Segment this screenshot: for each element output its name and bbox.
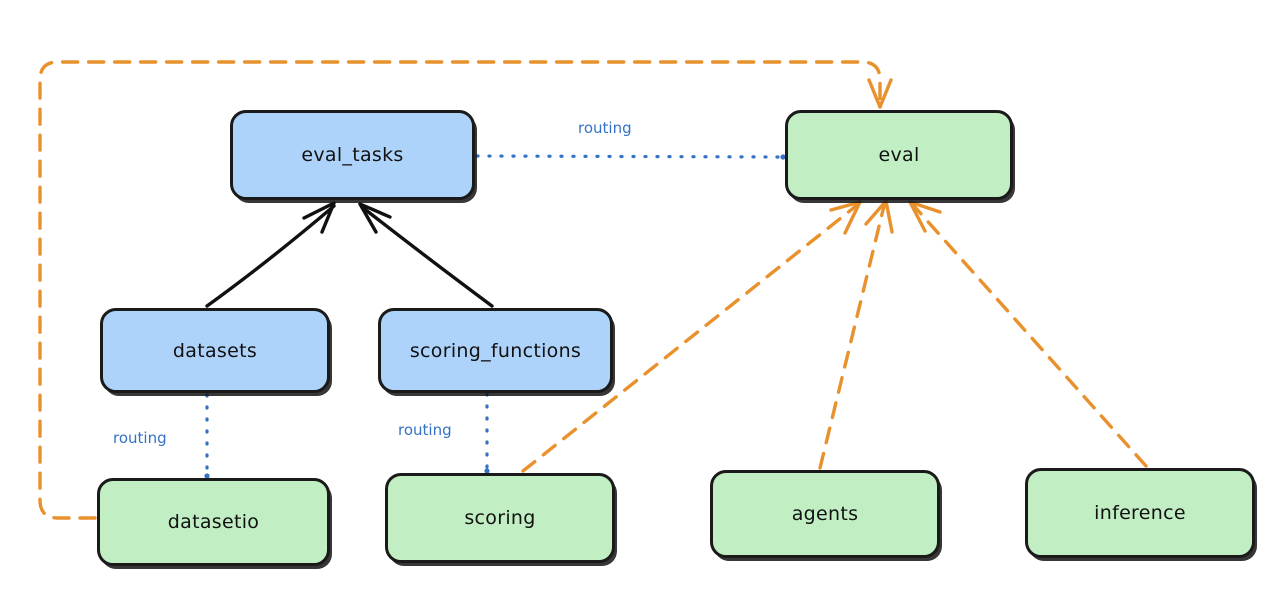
node-label-eval-tasks: eval_tasks	[301, 144, 404, 166]
edge-agents-to-eval	[818, 204, 886, 470]
edge-datasets-to-eval_tasks	[205, 204, 336, 308]
edge-scoring-to-eval	[521, 204, 858, 473]
node-label-scoring-functions: scoring_functions	[409, 339, 582, 362]
edge-label-routing-datasetio: routing	[113, 429, 167, 447]
node-label-scoring: scoring	[464, 507, 536, 529]
edge-endpoint-dot-scoring	[484, 468, 490, 474]
node-label-agents: agents	[791, 503, 859, 525]
node-eval[interactable]: eval	[785, 110, 1013, 200]
node-datasets[interactable]: datasets	[100, 308, 330, 393]
arrowhead-agents-to-eval	[864, 199, 894, 234]
edge-endpoint-dot-eval	[780, 154, 786, 160]
edge-eval_tasks-to-eval	[475, 154, 785, 159]
edge-label-routing-scoring: routing	[398, 421, 452, 439]
arrowhead-datasets-to-eval_tasks	[302, 201, 336, 234]
node-datasetio[interactable]: datasetio	[97, 478, 330, 566]
node-label-datasetio: datasetio	[167, 511, 260, 533]
arrowhead-datasetio-to-eval	[867, 78, 893, 109]
edge-endpoint-dot-datasetio	[204, 473, 210, 479]
arrowhead-inference-to-eval	[908, 200, 942, 233]
node-scoring-functions[interactable]: scoring_functions	[378, 308, 613, 393]
arrowhead-scoring-to-eval	[829, 200, 862, 235]
edge-datasetio-to-eval	[38, 60, 882, 520]
node-label-eval: eval	[878, 144, 920, 166]
arrowhead-scoring_functions-to-eval_tasks	[358, 202, 392, 234]
node-label-inference: inference	[1094, 502, 1186, 524]
node-label-datasets: datasets	[172, 339, 258, 362]
edge-label-routing-eval: routing	[578, 119, 632, 137]
node-scoring[interactable]: scoring	[385, 473, 615, 563]
edge-inference-to-eval	[912, 204, 1148, 468]
node-eval-tasks[interactable]: eval_tasks	[230, 110, 475, 200]
node-agents[interactable]: agents	[710, 470, 940, 558]
node-inference[interactable]: inference	[1025, 468, 1255, 558]
edge-scoring_functions-to-eval_tasks	[360, 205, 494, 308]
